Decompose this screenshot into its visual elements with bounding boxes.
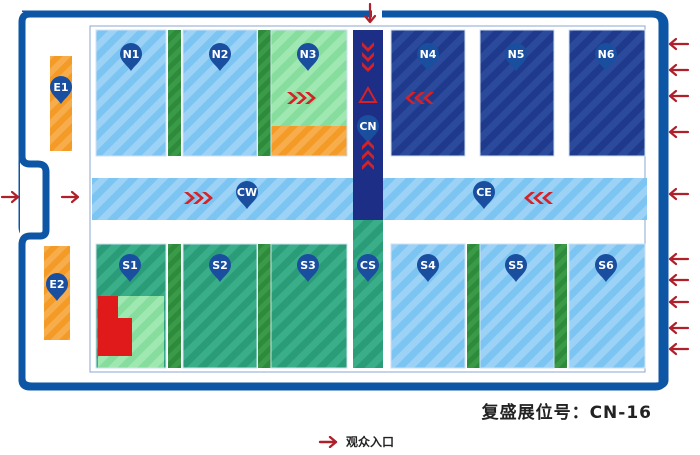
hall-outlines — [95, 29, 646, 369]
entrance-arrow-west-1 — [0, 190, 20, 204]
entrance-arrow-east-2 — [668, 63, 690, 77]
hall-label-CS: CS — [360, 259, 376, 272]
hall-label-N4: N4 — [420, 48, 437, 61]
pin-icon — [417, 43, 439, 71]
pin-icon — [505, 43, 527, 71]
legend-entrance-label: 观众入口 — [346, 435, 395, 449]
marker-CW: CW — [236, 181, 258, 209]
entrance-arrow-east-7 — [668, 273, 690, 287]
green-corridor-3 — [168, 244, 181, 368]
hall-N3-orange-zone — [271, 126, 347, 156]
hall-label-S5: S5 — [508, 259, 524, 272]
pin-icon — [119, 254, 141, 282]
marker-E1: E1 — [50, 76, 72, 104]
entrance-arrow-east-8 — [668, 295, 690, 309]
marker-N6: N6 — [595, 43, 617, 71]
entrance-arrow-east-6 — [668, 252, 690, 266]
pin-icon — [46, 273, 68, 301]
entrance-arrow-east-10 — [668, 342, 690, 356]
cn-direction-arrows — [362, 42, 374, 170]
hall-label-N6: N6 — [598, 48, 615, 61]
marker-N1: N1 — [120, 43, 142, 71]
hall-label-S1: S1 — [122, 259, 138, 272]
entrance-arrow-west-2 — [60, 190, 80, 204]
pin-icon — [595, 43, 617, 71]
highlight-booth-area — [98, 296, 132, 356]
hall-label-S3: S3 — [300, 259, 316, 272]
marker-S5: S5 — [505, 254, 527, 282]
marker-S6: S6 — [595, 254, 617, 282]
marker-S2: S2 — [209, 254, 231, 282]
hall-label-CN: CN — [359, 120, 376, 133]
venue-outline — [18, 10, 669, 390]
pin-icon — [297, 43, 319, 71]
entrance-arrow-east-9 — [668, 321, 690, 335]
marker-S1: S1 — [119, 254, 141, 282]
booth-number-label: 复盛展位号：CN-16 — [481, 403, 652, 423]
entrance-arrow-icon — [318, 435, 338, 448]
green-corridor-4 — [258, 244, 271, 368]
pin-icon — [297, 254, 319, 282]
pin-icon — [120, 43, 142, 71]
marker-S3: S3 — [297, 254, 319, 282]
marker-CN: CN — [357, 115, 379, 143]
green-corridor-6 — [554, 244, 567, 368]
pin-icon — [209, 43, 231, 71]
pin-icon — [357, 254, 379, 282]
chevron-arrows — [184, 92, 553, 204]
marker-S4: S4 — [417, 254, 439, 282]
entrance-arrow-top — [363, 2, 377, 24]
pin-icon — [50, 76, 72, 104]
entrance-arrow-east-5 — [668, 187, 690, 201]
pin-icon — [595, 254, 617, 282]
hall-label-S6: S6 — [598, 259, 614, 272]
marker-N4: N4 — [417, 43, 439, 71]
green-corridor-2 — [258, 30, 271, 156]
entrance-arrow-east-3 — [668, 89, 690, 103]
warning-triangle-icon — [358, 85, 378, 103]
hall-CS[interactable] — [353, 220, 383, 368]
hall-label-N3: N3 — [300, 48, 317, 61]
marker-N3: N3 — [297, 43, 319, 71]
pin-icon — [473, 181, 495, 209]
pin-icon — [209, 254, 231, 282]
hall-label-N1: N1 — [123, 48, 140, 61]
green-corridor-1 — [168, 30, 181, 156]
green-corridor-5 — [467, 244, 480, 368]
hall-label-E2: E2 — [49, 278, 64, 291]
hall-label-E1: E1 — [53, 81, 68, 94]
hall-label-N2: N2 — [212, 48, 229, 61]
pin-icon — [505, 254, 527, 282]
hall-label-CW: CW — [237, 186, 257, 199]
entrance-arrow-east-4 — [668, 125, 690, 139]
pin-icon — [236, 181, 258, 209]
hall-label-CE: CE — [476, 186, 492, 199]
pin-icon — [417, 254, 439, 282]
marker-N2: N2 — [209, 43, 231, 71]
hall-label-N5: N5 — [508, 48, 525, 61]
marker-E2: E2 — [46, 273, 68, 301]
marker-N5: N5 — [505, 43, 527, 71]
legend-entrance: 观众入口 — [318, 433, 394, 450]
hall-label-S2: S2 — [212, 259, 228, 272]
marker-CE: CE — [473, 181, 495, 209]
pin-icon — [357, 115, 379, 143]
marker-CS: CS — [357, 254, 379, 282]
hall-label-S4: S4 — [420, 259, 436, 272]
entrance-arrow-east-1 — [668, 37, 690, 51]
